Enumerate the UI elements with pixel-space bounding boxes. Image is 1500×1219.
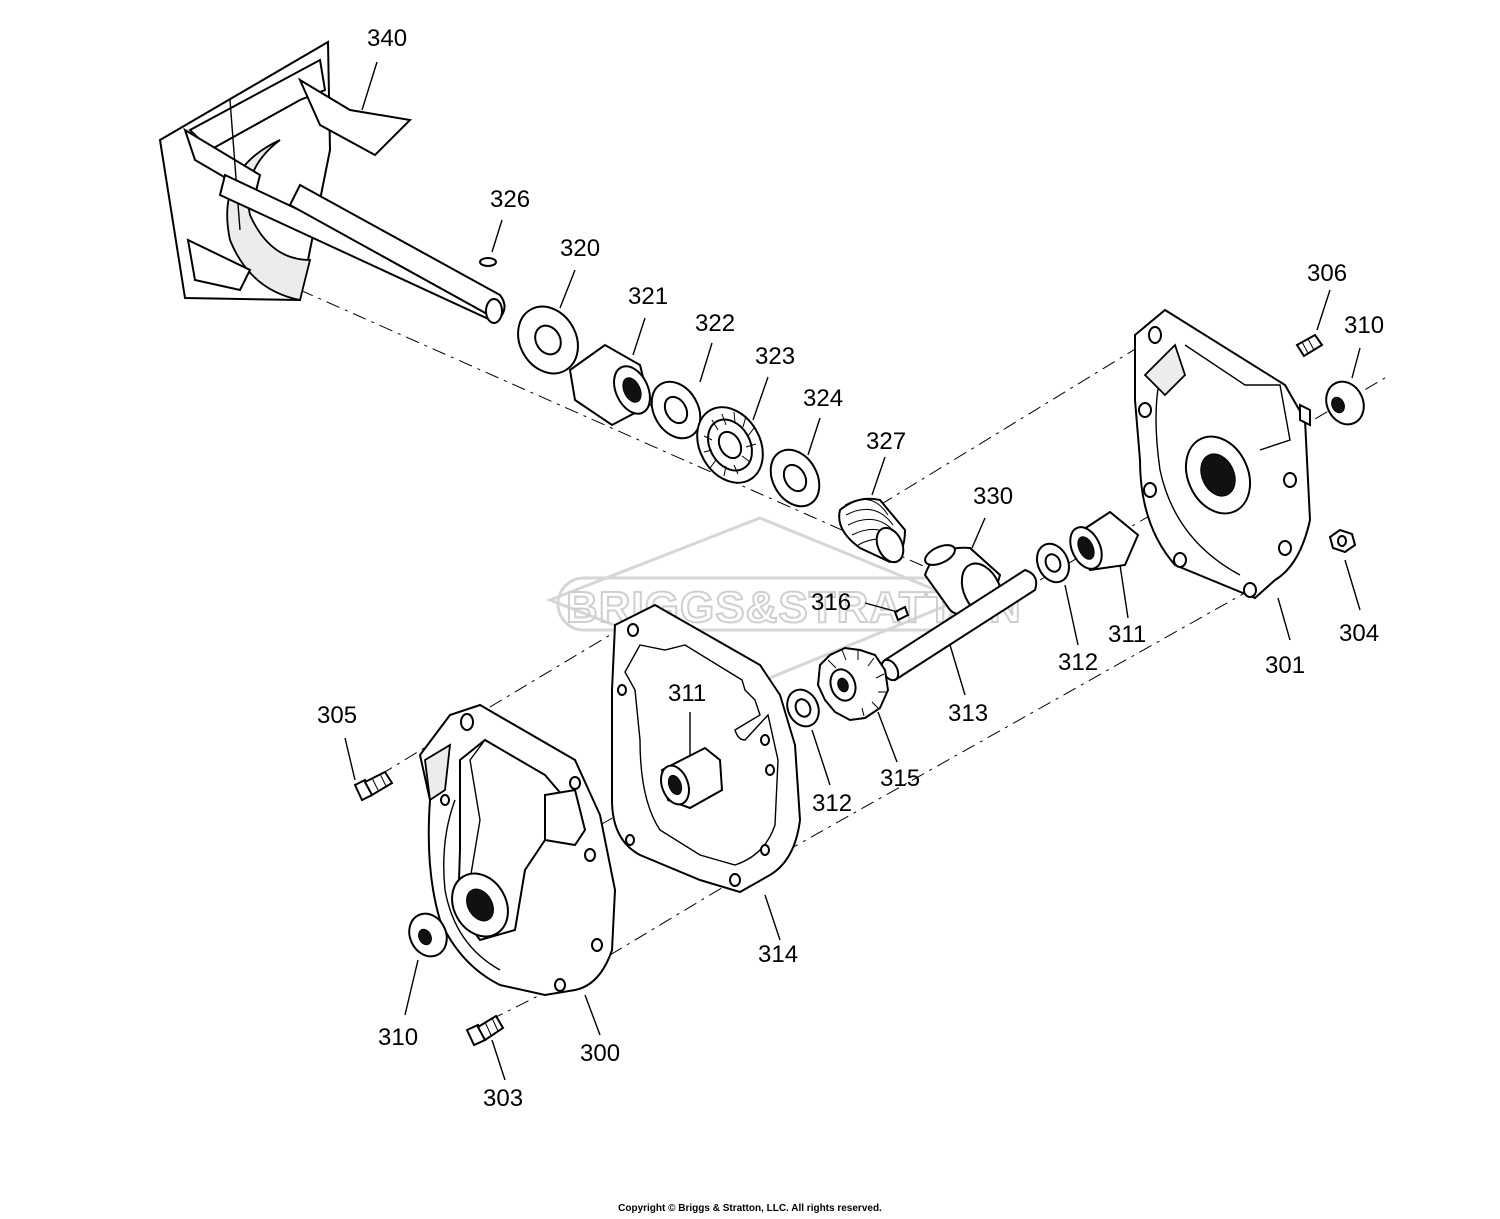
part-324-washer bbox=[769, 448, 821, 508]
callout-306: 306 bbox=[1307, 260, 1347, 287]
part-312-washer-left bbox=[786, 688, 820, 728]
callout-305: 305 bbox=[317, 702, 357, 729]
callout-312-left: 312 bbox=[812, 790, 852, 817]
callout-321: 321 bbox=[628, 283, 668, 310]
callout-303: 303 bbox=[483, 1085, 523, 1112]
callout-310-left: 310 bbox=[378, 1024, 418, 1051]
part-310-seal-left bbox=[408, 912, 448, 958]
part-323-thrust-bearing bbox=[696, 406, 764, 484]
part-303-screw bbox=[465, 1014, 505, 1047]
callout-327: 327 bbox=[866, 428, 906, 455]
callout-323: 323 bbox=[755, 343, 795, 370]
part-312-washer-right bbox=[1035, 542, 1071, 584]
part-305-screw bbox=[353, 770, 394, 802]
callout-310-right: 310 bbox=[1344, 312, 1384, 339]
part-315-gear bbox=[816, 646, 890, 722]
part-327-worm-gear bbox=[838, 497, 907, 564]
part-340-impeller-shaft bbox=[158, 40, 506, 324]
callout-312-right: 312 bbox=[1058, 649, 1098, 676]
part-326-pin bbox=[479, 257, 497, 267]
callout-301: 301 bbox=[1265, 652, 1305, 679]
callout-labels: 340 326 320 321 322 323 324 327 330 306 … bbox=[317, 25, 1384, 1112]
callout-314: 314 bbox=[758, 941, 798, 968]
callout-315: 315 bbox=[880, 765, 920, 792]
part-322-washer bbox=[650, 380, 702, 440]
part-320-washer bbox=[517, 305, 579, 375]
part-321-bearing bbox=[568, 343, 652, 427]
copyright-notice: Copyright © Briggs & Stratton, LLC. All … bbox=[618, 1203, 882, 1214]
callout-300: 300 bbox=[580, 1040, 620, 1067]
part-304-nut bbox=[1328, 528, 1357, 554]
part-310-seal-right bbox=[1325, 380, 1365, 426]
part-316-key bbox=[893, 605, 910, 622]
callout-316: 316 bbox=[811, 589, 851, 616]
callout-313: 313 bbox=[948, 700, 988, 727]
part-311-bushing-right bbox=[1069, 510, 1140, 572]
part-301-housing-right bbox=[1134, 308, 1312, 600]
callout-340: 340 bbox=[367, 25, 407, 52]
callout-320: 320 bbox=[560, 235, 600, 262]
callout-324: 324 bbox=[803, 385, 843, 412]
part-311-bushing-left bbox=[659, 746, 724, 810]
callout-311-right: 311 bbox=[1108, 621, 1146, 648]
callout-311-left: 311 bbox=[668, 680, 706, 707]
callout-330: 330 bbox=[973, 483, 1013, 510]
part-300-housing-left bbox=[418, 703, 617, 997]
part-306-set-screw bbox=[1295, 333, 1324, 358]
callout-322: 322 bbox=[695, 310, 735, 337]
leader-lines bbox=[344, 61, 1361, 1081]
callout-326: 326 bbox=[490, 186, 530, 213]
callout-304: 304 bbox=[1339, 620, 1379, 647]
